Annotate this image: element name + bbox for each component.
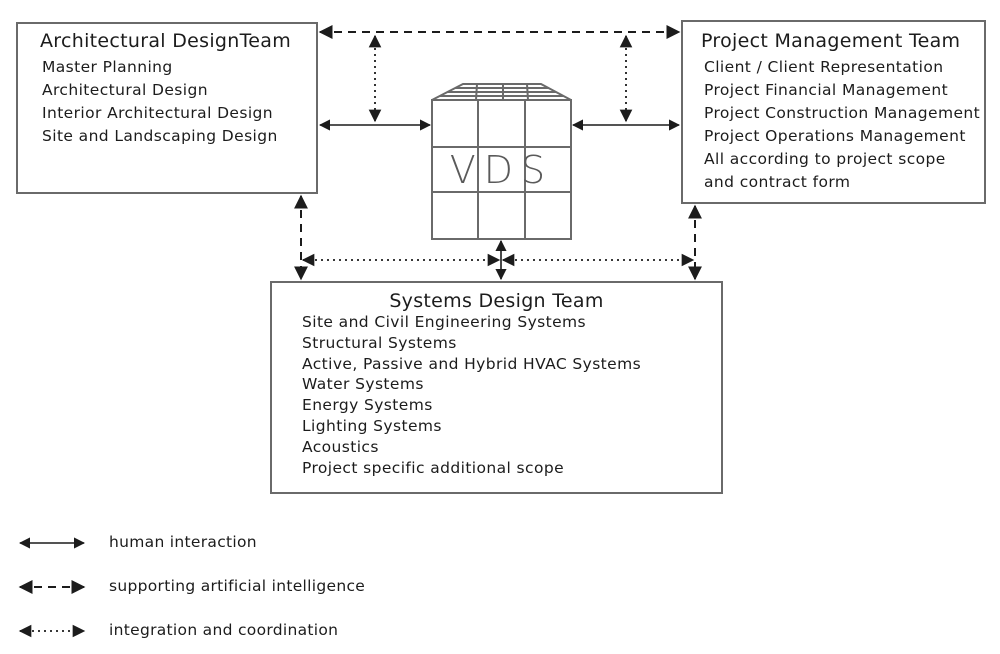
vds-building-icon [431,83,572,240]
list-item: Water Systems [302,375,424,394]
list-item: Structural Systems [302,333,457,352]
project-management-team-title: Project Management Team [701,30,961,52]
project-management-team-list: Client / Client Representation Project F… [701,56,984,194]
list-item: Client / Client Representation [704,58,944,76]
list-item: Lighting Systems [302,416,442,435]
list-item: Site and Civil Engineering Systems [302,313,587,331]
solid-arrow-icon [18,537,86,549]
architectural-team-title: Architectural DesignTeam [40,30,292,52]
list-item: All according to project scope [704,150,946,168]
list-item: Project Operations Management [704,127,966,145]
systems-team-list: Site and Civil Engineering Systems Struc… [272,312,721,478]
legend-integration-label: integration and coordination [109,621,339,639]
list-item: Project Construction Management [704,104,981,122]
systems-team-box: Systems Design Team Site and Civil Engin… [270,281,723,494]
list-item: Master Planning [42,58,173,76]
vds-label: VDS [449,148,554,192]
list-item: Project Financial Management [704,81,949,99]
list-item: Energy Systems [302,396,433,415]
list-item: Interior Architectural Design [42,104,274,122]
legend-human-label: human interaction [109,533,257,551]
dotted-arrow-icon [18,624,86,638]
list-item: Architectural Design [42,81,208,99]
list-item: Project specific additional scope [302,458,565,477]
legend-ai-label: supporting artificial intelligence [109,577,366,595]
architectural-team-box: Architectural DesignTeam Master Planning… [16,22,318,194]
list-item: and contract form [704,173,851,191]
project-management-team-box: Project Management Team Client / Client … [681,20,986,204]
dashed-arrow-icon [18,580,86,594]
list-item: Active, Passive and Hybrid HVAC Systems [302,354,642,373]
list-item: Site and Landscaping Design [42,127,278,145]
systems-team-title: Systems Design Team [389,290,604,312]
list-item: Acoustics [302,437,379,456]
architectural-team-list: Master Planning Architectural Design Int… [40,56,316,148]
